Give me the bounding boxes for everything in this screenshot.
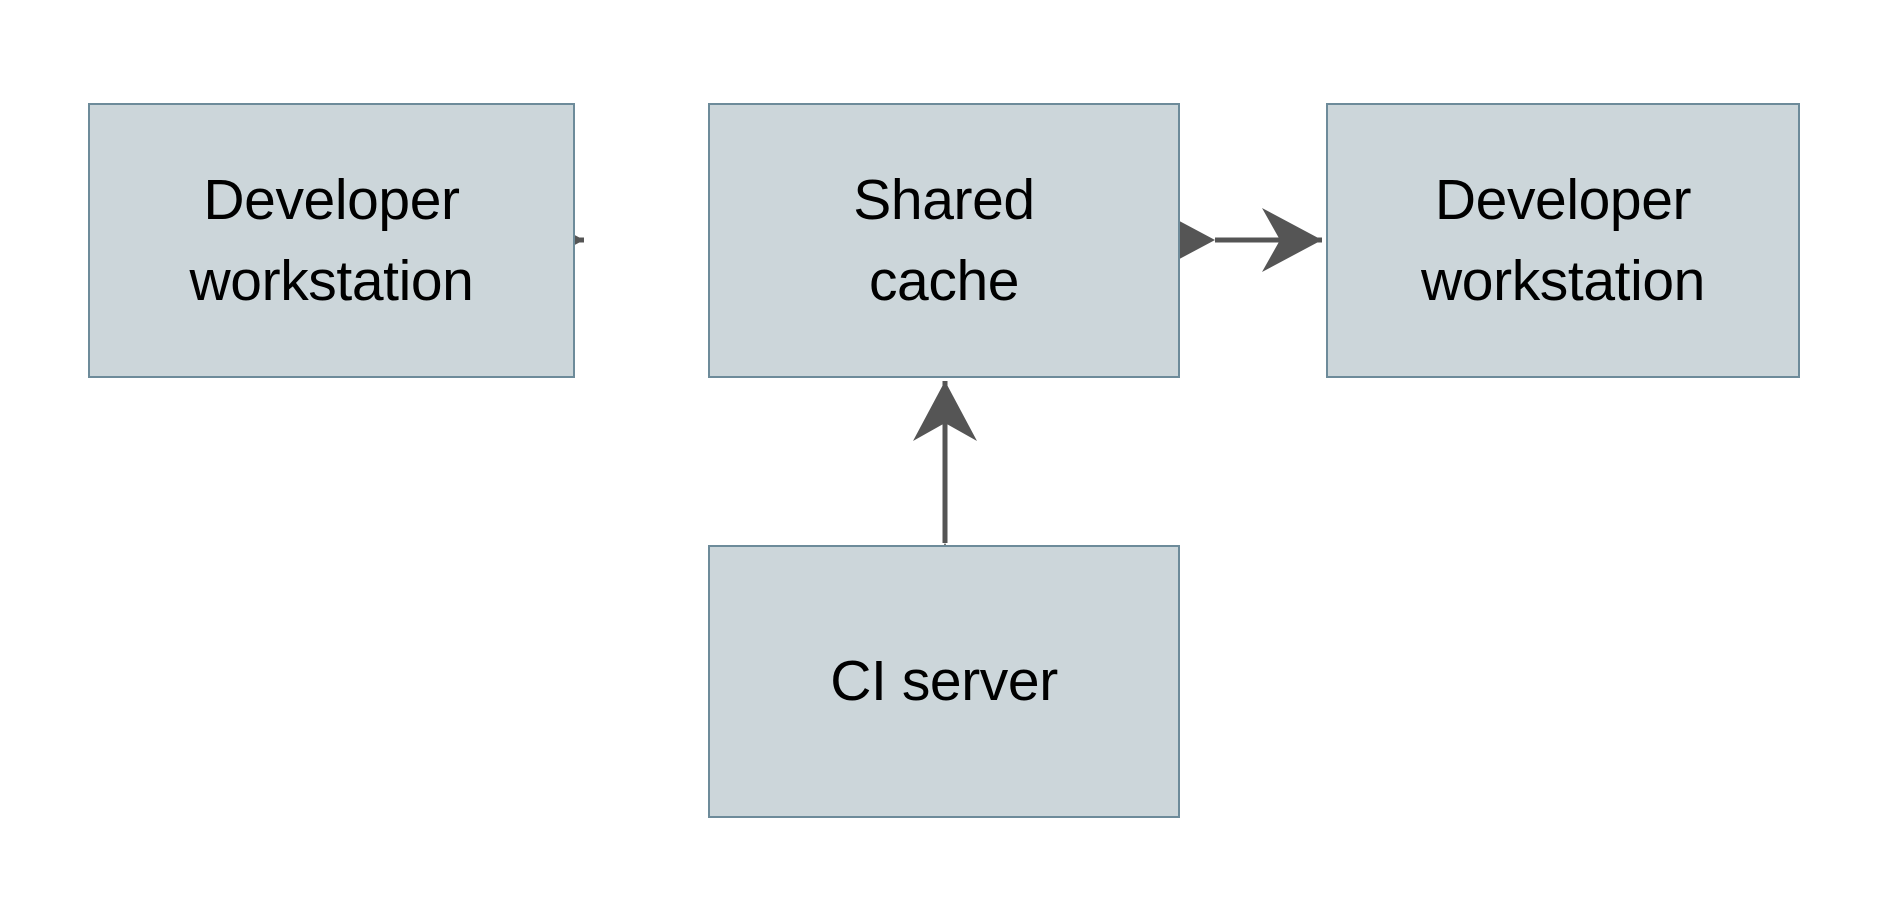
node-shared-cache[interactable]: Shared cache	[708, 103, 1180, 378]
node-ci-server[interactable]: CI server	[708, 545, 1180, 818]
node-label-developer-workstation-left: Developer workstation	[189, 167, 474, 313]
node-label-shared-cache: Shared cache	[853, 167, 1035, 313]
node-developer-workstation-right[interactable]: Developer workstation	[1326, 103, 1800, 378]
node-label-ci-server: CI server	[830, 649, 1058, 714]
node-developer-workstation-left[interactable]: Developer workstation	[88, 103, 575, 378]
node-label-developer-workstation-right: Developer workstation	[1421, 167, 1705, 313]
